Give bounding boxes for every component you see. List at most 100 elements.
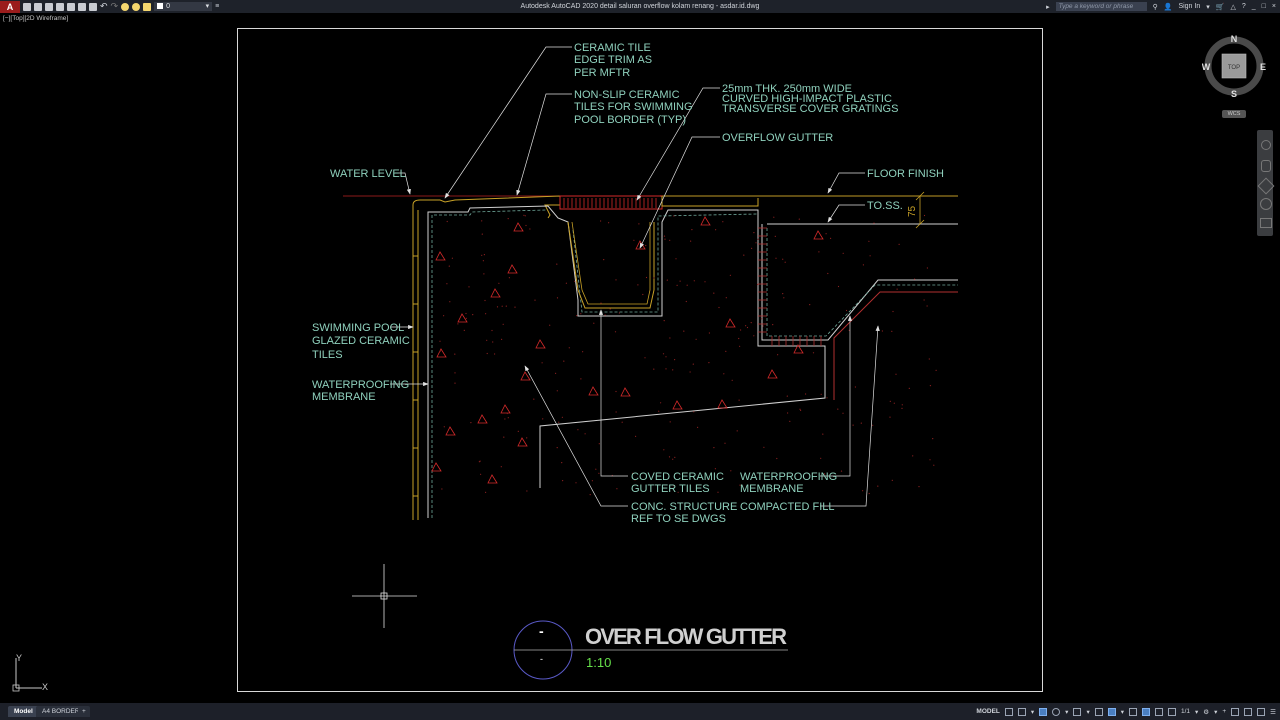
plus-icon[interactable]: + bbox=[1222, 708, 1227, 715]
speckle bbox=[928, 358, 930, 360]
steering-wheel-icon[interactable] bbox=[1261, 140, 1271, 150]
open-icon[interactable] bbox=[34, 2, 42, 11]
compass-south[interactable]: S bbox=[1231, 89, 1237, 98]
close-button[interactable]: × bbox=[1271, 3, 1276, 10]
speckle bbox=[725, 297, 727, 299]
aggregate-triangle bbox=[635, 240, 646, 250]
sign-in-link[interactable]: Sign In bbox=[1178, 3, 1201, 10]
pan-icon[interactable] bbox=[1261, 160, 1271, 172]
hardware-acceleration-icon[interactable] bbox=[1244, 707, 1253, 716]
speckle bbox=[556, 390, 558, 392]
layer-dropdown[interactable]: 0▾ bbox=[154, 2, 213, 11]
aggregate-triangle bbox=[436, 348, 447, 358]
wcs-label: WCS bbox=[1227, 111, 1241, 117]
minimize-button[interactable]: _ bbox=[1251, 3, 1256, 10]
speckle bbox=[562, 480, 564, 482]
autodesk-icon[interactable]: △ bbox=[1230, 3, 1236, 11]
label-ceramic-tile-trim-2: EDGE TRIM AS bbox=[574, 54, 652, 66]
customize-icon[interactable]: ≡ bbox=[215, 3, 220, 10]
plot-icon[interactable] bbox=[89, 2, 97, 11]
model-space-toggle[interactable]: MODEL bbox=[976, 708, 1000, 715]
clean-screen-icon[interactable] bbox=[1257, 707, 1266, 716]
speckle bbox=[918, 486, 920, 488]
speckle bbox=[757, 238, 759, 240]
add-layout-button[interactable]: + bbox=[78, 706, 90, 717]
chevron-down-icon[interactable]: ▾ bbox=[1065, 708, 1069, 716]
annotation-visibility-icon[interactable] bbox=[1141, 707, 1150, 716]
customization-menu-icon[interactable]: ☰ bbox=[1270, 708, 1276, 716]
speckle bbox=[820, 393, 822, 395]
label-overflow-gutter: OVERFLOW GUTTER bbox=[722, 132, 833, 144]
isodraft-icon[interactable] bbox=[1073, 707, 1082, 716]
layer-unlock-icon[interactable] bbox=[143, 2, 152, 11]
chevron-down-icon[interactable]: ▾ bbox=[1195, 708, 1199, 716]
speckle bbox=[443, 315, 445, 317]
speckle bbox=[556, 297, 559, 299]
chevron-down-icon[interactable]: ▾ bbox=[1120, 708, 1124, 716]
speckle bbox=[837, 408, 839, 410]
viewport-controls[interactable]: [−][Top][2D Wireframe] bbox=[3, 15, 69, 22]
speckle bbox=[868, 492, 870, 495]
web-mobile-icon[interactable] bbox=[67, 2, 75, 11]
showmotion-icon[interactable] bbox=[1260, 218, 1272, 228]
chevron-down-icon[interactable]: ▾ bbox=[1086, 708, 1090, 716]
speckle bbox=[449, 301, 451, 303]
zoom-extents-icon[interactable] bbox=[1257, 177, 1275, 195]
isolate-objects-icon[interactable] bbox=[1231, 707, 1240, 716]
orbit-icon[interactable] bbox=[1260, 198, 1272, 210]
speckle bbox=[892, 310, 894, 313]
speckle bbox=[576, 315, 578, 317]
viewcube-top-face[interactable] bbox=[1221, 53, 1247, 79]
annotation-scale-value[interactable]: 1/1 bbox=[1180, 708, 1191, 715]
lineweight-icon[interactable] bbox=[1128, 707, 1137, 716]
compass-west[interactable]: W bbox=[1202, 62, 1211, 72]
speckle bbox=[558, 421, 560, 423]
user-icon[interactable]: 👤 bbox=[1163, 3, 1173, 11]
speckle bbox=[556, 263, 558, 265]
tab-a4-border[interactable]: A4 BORDER bbox=[36, 706, 86, 717]
layer-thaw-icon[interactable] bbox=[132, 2, 141, 11]
export-icon[interactable] bbox=[78, 2, 86, 11]
wcs-menu[interactable]: WCS bbox=[1222, 110, 1246, 118]
label-waterproofing-right-1: WATERPROOFING bbox=[740, 471, 837, 483]
tab-model[interactable]: Model bbox=[8, 706, 39, 717]
speckle bbox=[730, 470, 732, 472]
grid-icon[interactable] bbox=[1004, 707, 1013, 716]
gear-icon[interactable]: ⚙ bbox=[1203, 708, 1210, 716]
speckle bbox=[603, 259, 605, 261]
compass-north[interactable]: N bbox=[1231, 34, 1238, 44]
auto-scale-icon[interactable] bbox=[1154, 707, 1163, 716]
speckle bbox=[523, 214, 525, 216]
annotation-scale-icon[interactable] bbox=[1167, 707, 1176, 716]
polar-icon[interactable] bbox=[1052, 707, 1061, 716]
speckle bbox=[529, 228, 531, 230]
save-as-icon[interactable] bbox=[56, 2, 64, 11]
search-input[interactable]: Type a keyword or phrase bbox=[1055, 2, 1147, 11]
cart-icon[interactable]: 🛒 bbox=[1215, 3, 1225, 11]
snap-icon[interactable] bbox=[1017, 707, 1026, 716]
chevron-down-icon[interactable]: ▾ bbox=[1214, 708, 1218, 716]
expand-search-icon[interactable]: ▸ bbox=[1046, 3, 1050, 11]
speckle bbox=[580, 313, 582, 315]
new-icon[interactable] bbox=[23, 2, 31, 11]
save-icon[interactable] bbox=[45, 2, 53, 11]
object-snap-tracking-icon[interactable] bbox=[1094, 707, 1103, 716]
binoculars-icon[interactable]: ⚲ bbox=[1152, 3, 1158, 11]
speckle bbox=[621, 421, 623, 423]
object-snap-icon[interactable] bbox=[1107, 707, 1116, 716]
chevron-down-icon[interactable]: ▾ bbox=[1206, 3, 1210, 11]
undo-icon[interactable]: ↶ bbox=[100, 1, 108, 11]
compass-east[interactable]: E bbox=[1260, 62, 1266, 72]
speckle bbox=[932, 438, 934, 440]
help-icon[interactable]: ? bbox=[1241, 3, 1246, 10]
redo-icon[interactable]: ↷ bbox=[110, 1, 119, 11]
app-menu-button[interactable]: A bbox=[0, 0, 20, 13]
chevron-down-icon[interactable]: ▾ bbox=[1030, 708, 1035, 716]
layer-on-icon[interactable] bbox=[121, 2, 130, 11]
ortho-icon[interactable] bbox=[1039, 707, 1048, 716]
speckle bbox=[689, 371, 691, 373]
speckle bbox=[776, 457, 778, 460]
maximize-button[interactable]: □ bbox=[1261, 3, 1266, 10]
speckle bbox=[568, 347, 570, 349]
viewcube[interactable]: TOP N S W E bbox=[1202, 34, 1266, 98]
